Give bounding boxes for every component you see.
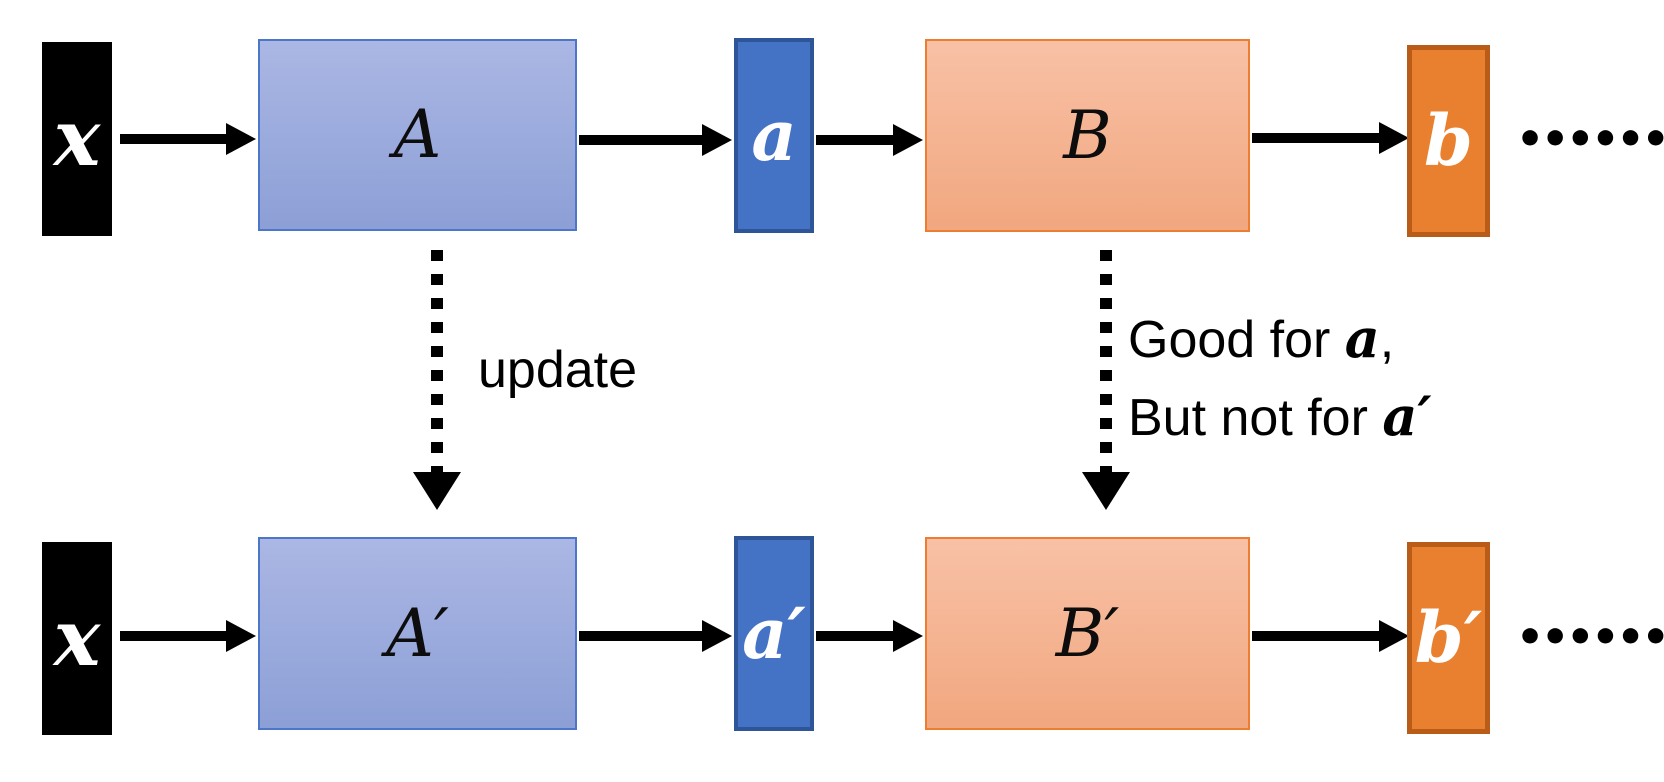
dashed-arrowhead-B-icon bbox=[1082, 472, 1130, 510]
bottom-input-x-label: x bbox=[53, 592, 101, 684]
top-module-A-box: A bbox=[258, 39, 577, 231]
bottom-input-x-box: x bbox=[42, 542, 112, 735]
arrow-bottom-B-to-b bbox=[1252, 631, 1381, 641]
arrow-top-B-to-b bbox=[1252, 133, 1381, 143]
arrow-top-x-to-A bbox=[120, 134, 228, 144]
arrow-bottom-x-to-A bbox=[120, 631, 228, 641]
dashed-arrow-B-line bbox=[1100, 250, 1112, 474]
dashed-arrowhead-A-update-icon bbox=[413, 472, 461, 510]
arrowhead-bottom-B-to-b-icon bbox=[1379, 620, 1409, 652]
arrowhead-top-A-to-a-icon bbox=[702, 124, 732, 156]
top-activation-b-box: b bbox=[1407, 45, 1490, 237]
bottom-activation-b-prime-box: b′ bbox=[1407, 542, 1490, 734]
bottom-activation-a-prime-label: a′ bbox=[742, 591, 806, 675]
dashed-arrow-A-update-line bbox=[431, 250, 443, 474]
bottom-module-B-prime-label: B′ bbox=[1055, 594, 1120, 672]
bottom-activation-a-prime-box: a′ bbox=[734, 536, 814, 731]
note-line1-prefix: Good for bbox=[1128, 311, 1345, 369]
top-activation-a-box: a bbox=[734, 38, 814, 233]
top-module-B-box: B bbox=[925, 39, 1250, 232]
note-line1-suffix: , bbox=[1379, 311, 1395, 369]
note-line1-math-a: a bbox=[1344, 306, 1380, 370]
top-activation-a-label: a bbox=[751, 93, 797, 177]
top-continuation-dots: •••••• bbox=[1516, 114, 1664, 165]
top-input-x-box: x bbox=[42, 42, 112, 236]
arrow-bottom-a-to-B bbox=[816, 631, 895, 641]
arrowhead-bottom-x-to-A-icon bbox=[226, 620, 256, 652]
arrow-top-A-to-a bbox=[579, 135, 704, 145]
bottom-activation-b-prime-label: b′ bbox=[1414, 596, 1483, 679]
top-module-A-label: A bbox=[393, 96, 442, 173]
update-label: update bbox=[478, 341, 638, 399]
bottom-module-A-prime-label: A′ bbox=[386, 594, 449, 672]
arrowhead-top-x-to-A-icon bbox=[226, 123, 256, 155]
note-good-for-a: Good for a, But not for a′ bbox=[1128, 300, 1432, 456]
arrowhead-bottom-a-to-B-icon bbox=[893, 620, 923, 652]
note-line2-prefix: But not for bbox=[1128, 389, 1383, 447]
bottom-module-A-prime-box: A′ bbox=[258, 537, 577, 730]
bottom-module-B-prime-box: B′ bbox=[925, 537, 1250, 730]
note-line-1: Good for a, bbox=[1128, 300, 1432, 378]
bottom-continuation-dots: •••••• bbox=[1516, 612, 1664, 663]
arrowhead-top-B-to-b-icon bbox=[1379, 122, 1409, 154]
top-input-x-label: x bbox=[53, 93, 101, 184]
note-line2-math-a-prime: a′ bbox=[1382, 384, 1432, 448]
arrowhead-top-a-to-B-icon bbox=[893, 124, 923, 156]
top-activation-b-label: b bbox=[1424, 99, 1473, 182]
note-line-2: But not for a′ bbox=[1128, 378, 1432, 456]
arrow-top-a-to-B bbox=[816, 135, 895, 145]
arrowhead-bottom-A-to-a-icon bbox=[702, 620, 732, 652]
top-module-B-label: B bbox=[1063, 96, 1112, 174]
arrow-bottom-A-to-a bbox=[579, 631, 704, 641]
